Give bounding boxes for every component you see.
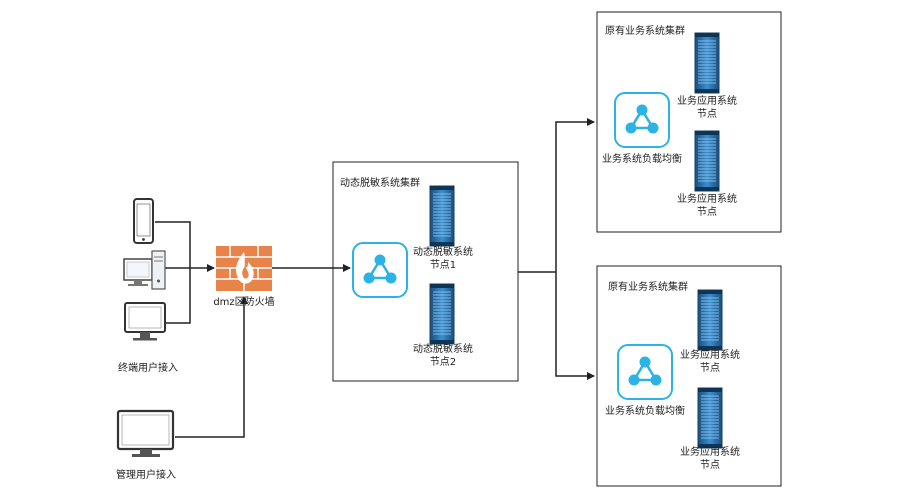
desensitize-node2-server-icon [429, 283, 455, 345]
top-node2-label-line1: 业务应用系统 [677, 192, 737, 205]
monitor-icon [124, 302, 166, 341]
desensitize-load-balancer-icon [351, 241, 409, 299]
desensitize-node2-label-line2: 节点2 [430, 356, 456, 368]
bottom-lb-label: 业务系统负载均衡 [605, 404, 685, 417]
top-node1-label-line1: 业务应用系统 [677, 94, 737, 107]
admin-users-label: 管理用户接入 [116, 468, 176, 481]
bottom-node2-label-line2: 节点 [700, 459, 720, 471]
mobile-phone-icon [133, 198, 154, 244]
top-node1-server-icon [694, 32, 720, 94]
top-lb-label: 业务系统负载均衡 [602, 152, 682, 165]
desensitize-node2-label-line1: 动态脱敏系统 [413, 342, 473, 355]
to-top-cluster-arrow [555, 118, 595, 272]
top-node2-label-line2: 节点 [697, 206, 717, 218]
bottom-node1-label-line2: 节点 [700, 362, 720, 374]
desensitize-cluster-title: 动态脱敏系统集群 [340, 176, 420, 189]
firewall-label: dmz区防火墙 [213, 295, 274, 308]
to-bottom-cluster-arrow [555, 272, 595, 380]
phone-connector [155, 221, 191, 268]
admin-to-firewall-arrow [175, 296, 248, 438]
bottom-business-cluster-box [596, 265, 782, 487]
top-node1-label-line2: 节点 [697, 108, 717, 120]
top-business-cluster-box [596, 11, 782, 233]
bottom-cluster-title: 原有业务系统集群 [608, 280, 688, 293]
bottom-load-balancer-icon [616, 343, 674, 401]
bottom-node1-label-line1: 业务应用系统 [680, 348, 740, 361]
desensitize-node1-label-line1: 动态脱敏系统 [413, 245, 473, 258]
bottom-node2-label-line1: 业务应用系统 [680, 445, 740, 458]
desensitize-node1-server-icon [429, 185, 455, 247]
connectors [155, 118, 595, 438]
bottom-node1-server-icon [697, 289, 723, 351]
monitor-connector [165, 268, 191, 324]
admin-monitor-icon [116, 409, 175, 457]
top-cluster-title: 原有业务系统集群 [605, 24, 685, 37]
top-load-balancer-icon [613, 91, 671, 149]
bottom-node2-server-icon [697, 387, 723, 449]
desensitize-node1-label-line2: 节点1 [430, 259, 456, 271]
firewall-icon [216, 246, 272, 291]
terminal-users-label: 终端用户接入 [118, 361, 178, 374]
desktop-pc-icon [123, 250, 166, 290]
top-node2-server-icon [694, 130, 720, 192]
